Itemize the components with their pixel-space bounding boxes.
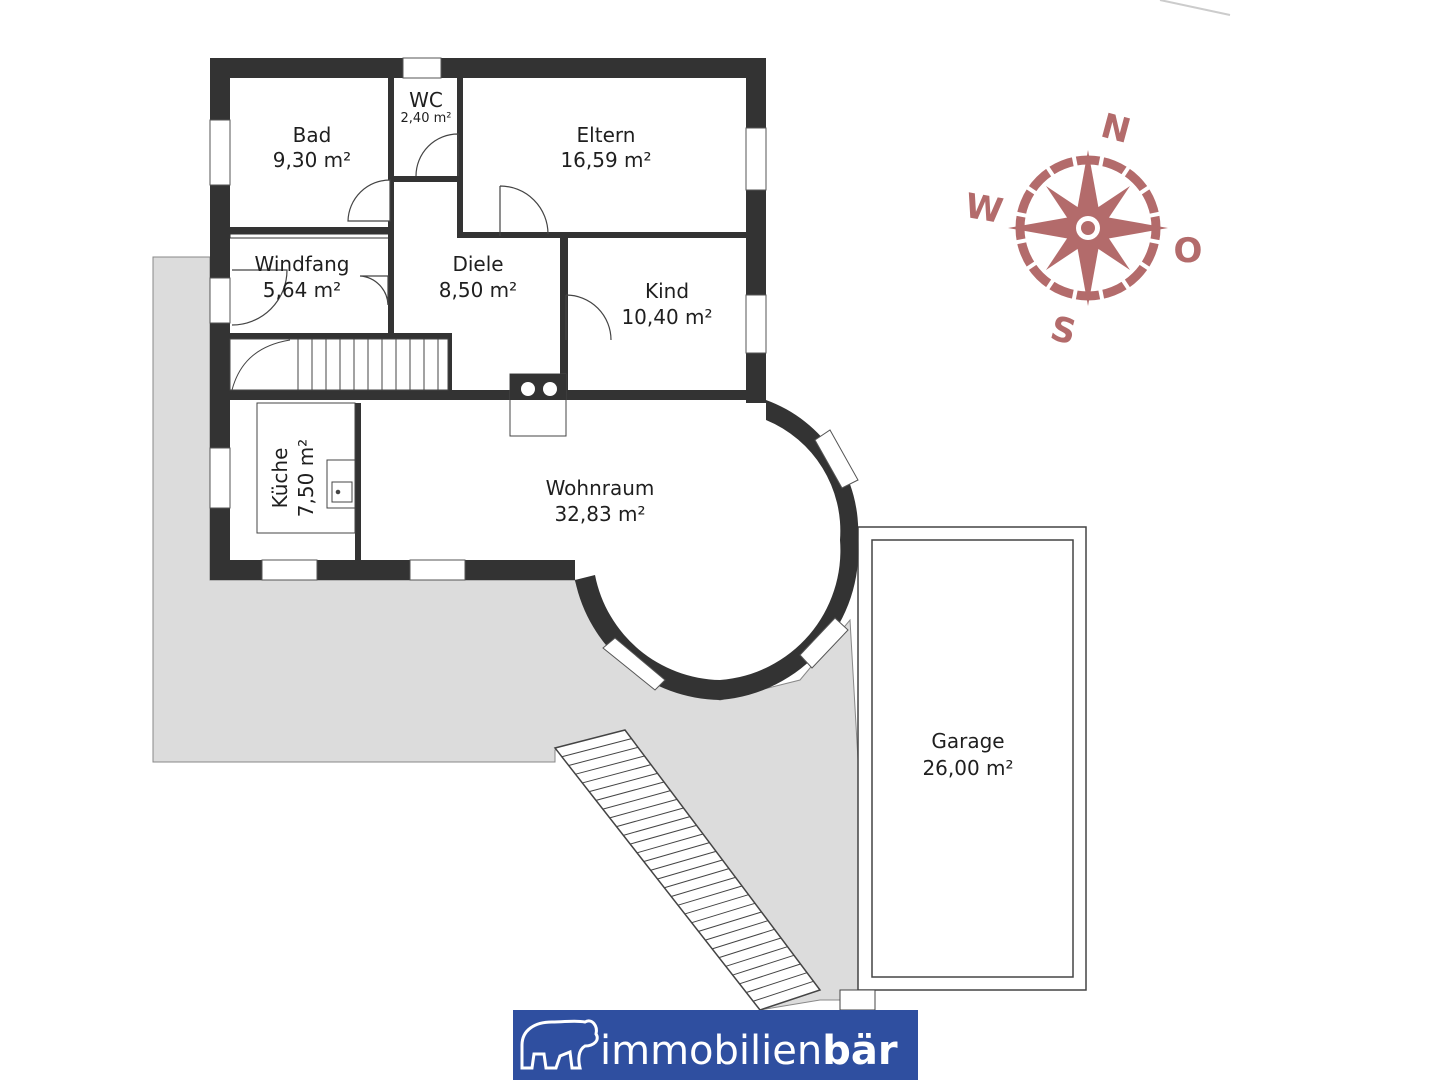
room-bad-name: Bad <box>293 123 332 147</box>
stair-tread <box>753 980 814 1002</box>
compass-tick <box>1071 156 1078 167</box>
room-garage-name: Garage <box>931 729 1004 753</box>
stair-tread <box>616 807 684 828</box>
compass-tick <box>1139 261 1150 271</box>
stair-tread <box>568 746 639 766</box>
stair-tread <box>630 824 697 845</box>
room-wohnraum-area: 32,83 m² <box>554 502 645 526</box>
stair-tread <box>705 920 769 941</box>
stair-tread <box>739 963 801 985</box>
compass-tick <box>1139 185 1150 195</box>
compass-tick <box>1026 185 1037 195</box>
stair-tread <box>677 885 743 906</box>
room-wc-name: WC <box>409 88 443 112</box>
stair-tread <box>582 764 652 784</box>
compass-tick <box>1045 279 1055 290</box>
compass-tick <box>1121 166 1131 177</box>
compass-south-label: S <box>1046 308 1080 353</box>
kitchen-counter <box>256 402 356 534</box>
outdoor-staircase <box>553 729 822 1011</box>
room-eltern-area: 16,59 m² <box>560 148 651 172</box>
room-diele-name: Diele <box>452 252 503 276</box>
stair-tread <box>589 772 658 793</box>
compass-tick <box>1016 238 1027 245</box>
interior-walls <box>229 78 750 560</box>
stair-tread <box>725 946 788 967</box>
compass-east-label: O <box>1174 231 1203 271</box>
room-kind-name: Kind <box>645 279 689 303</box>
interior-staircase <box>229 338 449 391</box>
compass-tick <box>1026 261 1037 271</box>
compass-tick <box>1098 156 1105 167</box>
room-kueche-area: 7,50 m² <box>294 439 318 517</box>
stair-tread <box>643 842 710 863</box>
stair-tread <box>684 894 749 915</box>
stair-tread <box>657 859 723 880</box>
stair-tread <box>712 928 775 950</box>
doors <box>231 133 612 341</box>
stair-tread <box>561 738 632 758</box>
stair-tread <box>595 781 665 801</box>
compass-tick <box>1149 211 1160 218</box>
room-windfang-area: 5,64 m² <box>263 278 341 302</box>
compass-tick <box>1045 166 1055 177</box>
stair-tread <box>732 954 795 976</box>
compass-tick <box>1149 238 1160 245</box>
stair-tread <box>746 972 808 994</box>
room-bad-area: 9,30 m² <box>273 148 351 172</box>
compass-tick <box>1016 211 1027 218</box>
logo-brand-text: immobilienbär <box>600 1028 898 1074</box>
compass-west-label: W <box>962 186 1006 232</box>
stair-tread <box>650 850 717 871</box>
stove <box>509 373 567 437</box>
stair-tread <box>698 911 762 932</box>
stair-tread <box>575 755 645 775</box>
stair-tread <box>718 937 782 959</box>
windows <box>209 57 767 581</box>
stair-tread <box>664 868 730 889</box>
stair-tread <box>691 902 756 924</box>
room-wc-area: 2,40 m² <box>401 111 452 126</box>
compass-tick <box>1071 289 1078 300</box>
logo-banner: immobilienbär <box>513 1010 918 1080</box>
compass-rose-icon: N O S W <box>962 106 1203 353</box>
room-windfang-name: Windfang <box>255 252 350 276</box>
room-garage-area: 26,00 m² <box>922 756 1013 780</box>
stair-tread <box>602 790 671 810</box>
room-kueche-name: Küche <box>268 448 292 509</box>
compass-tick <box>1098 289 1105 300</box>
garage <box>839 526 1087 1011</box>
bear-logo-icon <box>520 1019 599 1070</box>
stair-tread <box>609 798 678 819</box>
room-diele-area: 8,50 m² <box>439 278 517 302</box>
stair-tread <box>671 876 736 897</box>
stair-tread <box>636 833 704 854</box>
compass-north-label: N <box>1097 106 1135 152</box>
room-wohnraum-name: Wohnraum <box>546 476 655 500</box>
stair-tread <box>623 816 691 836</box>
room-kind-area: 10,40 m² <box>621 305 712 329</box>
room-eltern-name: Eltern <box>577 123 636 147</box>
compass-tick <box>1121 279 1131 290</box>
